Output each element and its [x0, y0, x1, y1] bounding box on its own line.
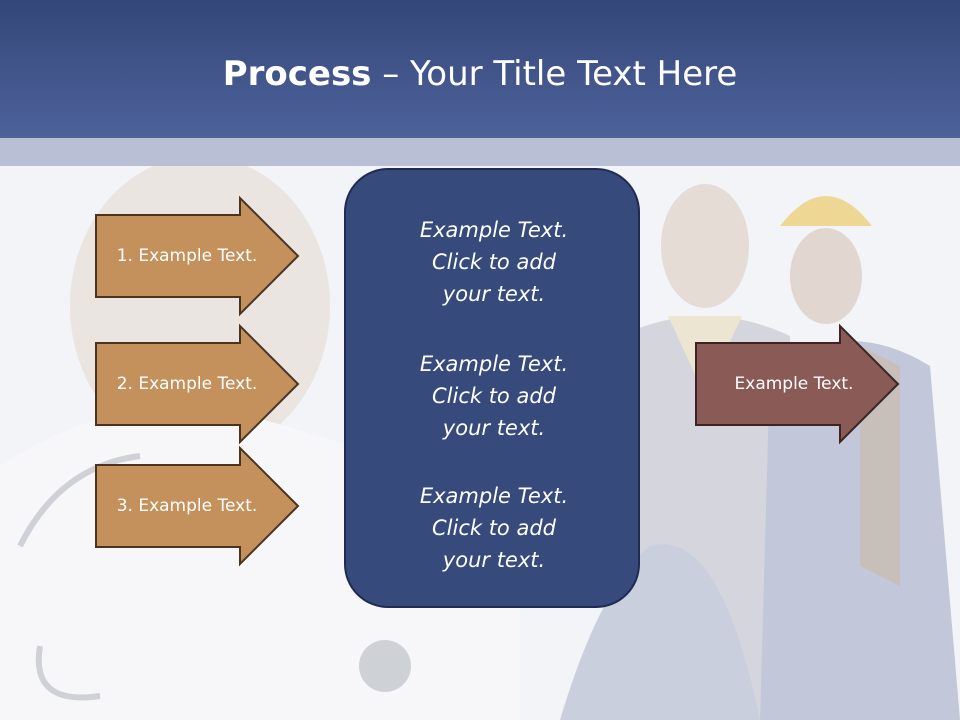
step-arrow-1[interactable]: 1. Example Text. — [95, 195, 300, 317]
center-paragraph-1: Example Text. Click to add your text. — [419, 218, 569, 306]
arrow-shape — [95, 445, 300, 567]
arrow-shape — [95, 323, 300, 445]
title-bold: Process — [222, 54, 372, 94]
arrow-shape — [95, 195, 300, 317]
title-bar — [0, 0, 960, 138]
center-paragraph-2: Example Text. Click to add your text. — [419, 352, 569, 440]
step-arrow-label: 2. Example Text. — [116, 374, 258, 394]
step-arrow-label: 1. Example Text. — [116, 246, 258, 266]
step-arrow-2[interactable]: 2. Example Text. — [95, 323, 300, 445]
slide-title: Process – Your Title Text Here — [0, 52, 960, 96]
result-arrow-label: Example Text. — [734, 374, 854, 394]
result-arrow[interactable]: Example Text. — [695, 323, 900, 445]
arrow-shape — [695, 323, 900, 445]
step-arrow-label: 3. Example Text. — [116, 496, 258, 516]
step-arrow-3[interactable]: 3. Example Text. — [95, 445, 300, 567]
title-underband — [0, 138, 960, 166]
center-paragraph-3: Example Text. Click to add your text. — [419, 484, 569, 572]
center-text-box[interactable]: Example Text. Click to add your text. Ex… — [344, 168, 640, 608]
title-rest: – Your Title Text Here — [371, 54, 738, 94]
